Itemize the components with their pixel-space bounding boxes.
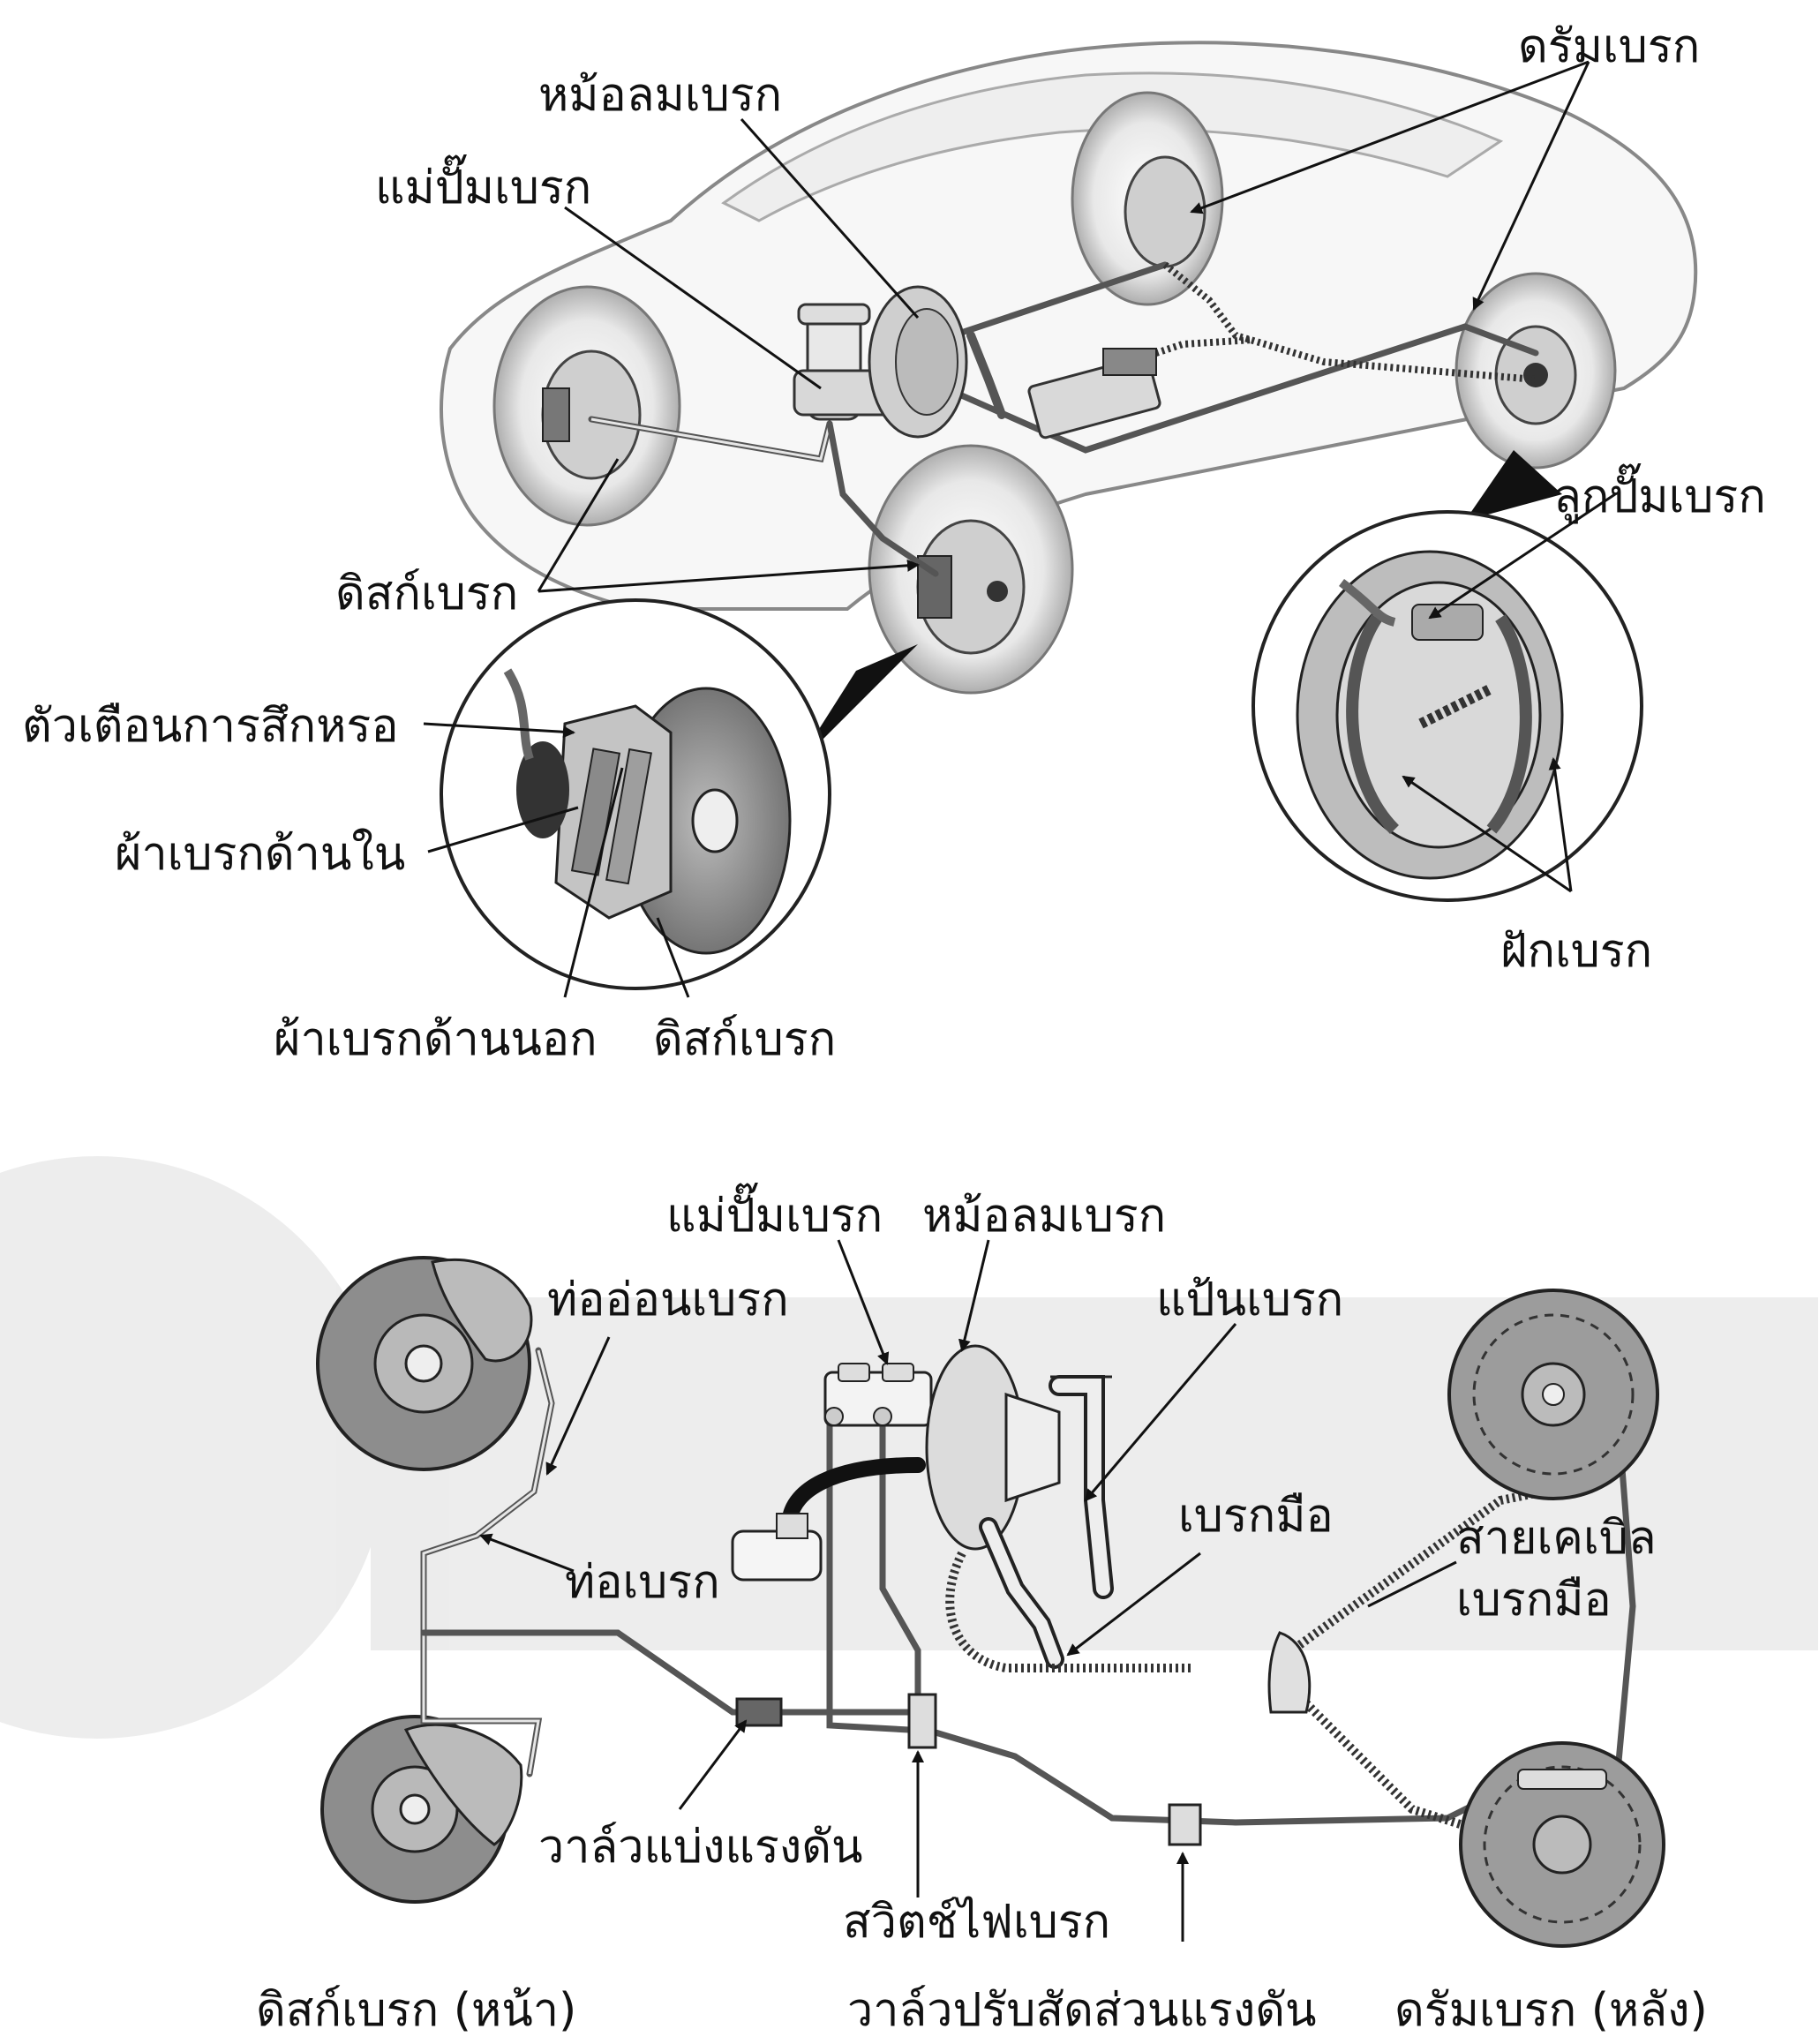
label-booster: หม้อลมเบรก xyxy=(538,69,782,122)
label-outer-pad: ผ้าเบรกด้านนอก xyxy=(274,1013,598,1066)
label-parking-cable-2: เบรกมือ xyxy=(1456,1574,1612,1627)
front-disc-bottom xyxy=(322,1717,522,1902)
label-brake-pedal: แป้นเบรก xyxy=(1156,1274,1343,1326)
label-master-cylinder: แม่ปั๊มเบรก xyxy=(375,154,591,214)
label-parking-brake: เบรกมือ xyxy=(1178,1490,1334,1543)
label-pressure-valve: วาล์วปรับสัดส่วนแรงดัน xyxy=(847,1984,1317,2037)
rear-right-wheel xyxy=(1456,274,1615,468)
label-brake-shoe: ฝักเบรก xyxy=(1500,925,1652,978)
label-disc-rotor: ดิสก์เบรก xyxy=(653,1013,836,1066)
label-front-disc: ดิสก์เบรก (หน้า) xyxy=(256,1984,576,2037)
pressure-valve-shape xyxy=(1169,1805,1200,1845)
label-disc-brake: ดิสก์เบรก xyxy=(335,567,518,620)
top-booster xyxy=(869,287,966,437)
rear-drum-bottom xyxy=(1461,1743,1664,1946)
label-b-booster: หม้อลมเบรก xyxy=(922,1190,1166,1243)
label-drum-brake: ดรัมเบรก xyxy=(1518,20,1700,73)
bottom-master-cylinder xyxy=(825,1364,931,1425)
proportioning-valve-shape xyxy=(737,1699,781,1725)
label-wear-indicator: ตัวเตือนการสึกหรอ xyxy=(22,700,399,753)
top-car-illustration: หม้อลมเบรก แม่ปั๊มเบรก ดรัมเบรก ลูกปั๊มเ… xyxy=(22,20,1766,1066)
label-flex-hose: ท่ออ่อนเบรก xyxy=(547,1274,789,1326)
label-parking-cable-1: สายเคเบิล xyxy=(1456,1512,1657,1565)
label-brake-line: ท่อเบรก xyxy=(565,1556,720,1609)
front-left-wheel xyxy=(494,287,680,525)
label-proportioning-valve: วาล์วแบ่งแรงดัน xyxy=(538,1821,863,1874)
front-disc-top xyxy=(318,1258,531,1469)
label-wheel-cylinder: ลูกปั๊มเบรก xyxy=(1553,463,1766,524)
disc-detail-circle xyxy=(441,600,918,988)
label-rear-drum: ดรัมเบรก (หลัง) xyxy=(1394,1984,1708,2037)
label-stop-light-switch: สวิตช์ไฟเบรก xyxy=(843,1896,1110,1949)
rear-drum-top xyxy=(1449,1290,1657,1499)
label-inner-pad: ผ้าเบรกด้านใน xyxy=(115,828,405,881)
label-b-master-cylinder: แม่ปั๊มเบรก xyxy=(666,1183,883,1243)
tee-fitting xyxy=(909,1695,936,1747)
